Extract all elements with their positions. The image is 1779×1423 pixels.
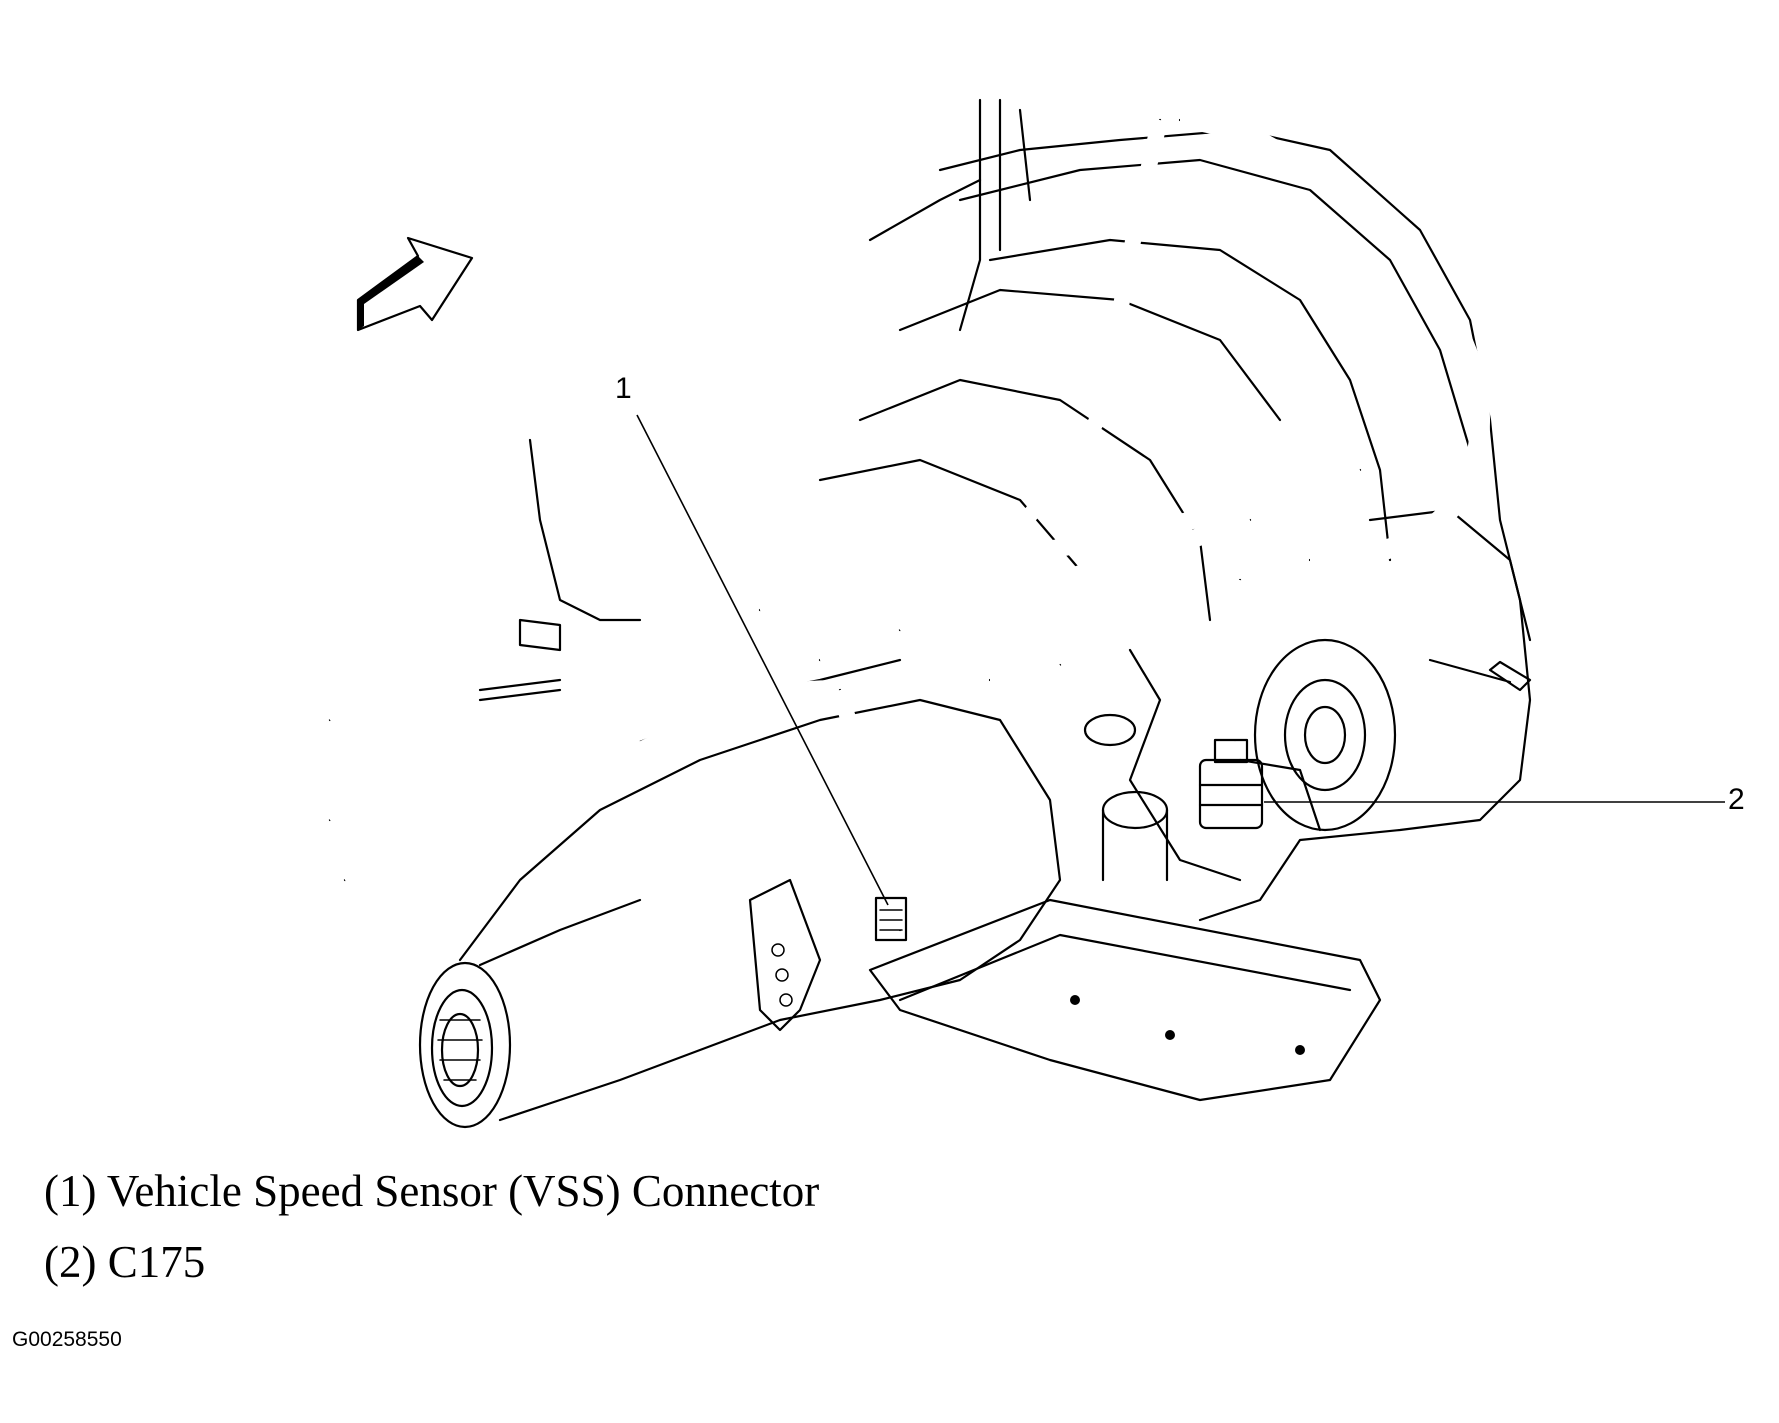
cable-lines [478, 98, 1032, 702]
transmission-housing [818, 128, 1532, 922]
legend-item-1: (1) Vehicle Speed Sensor (VSS) Connector [44, 1166, 820, 1216]
callout-1-label: 1 [615, 372, 632, 405]
callout-1-leader [636, 414, 889, 906]
c175-connector [1198, 738, 1264, 830]
front-direction-arrow-icon [356, 236, 474, 332]
bolt [1428, 658, 1532, 692]
wiring-harness [324, 110, 1490, 932]
legend-item-2: (2) C175 [44, 1237, 206, 1287]
callout-2-label: 2 [1728, 783, 1745, 816]
vss-connector [874, 896, 908, 942]
figure-id: G00258550 [12, 1328, 122, 1351]
crossmember [748, 878, 1382, 1102]
